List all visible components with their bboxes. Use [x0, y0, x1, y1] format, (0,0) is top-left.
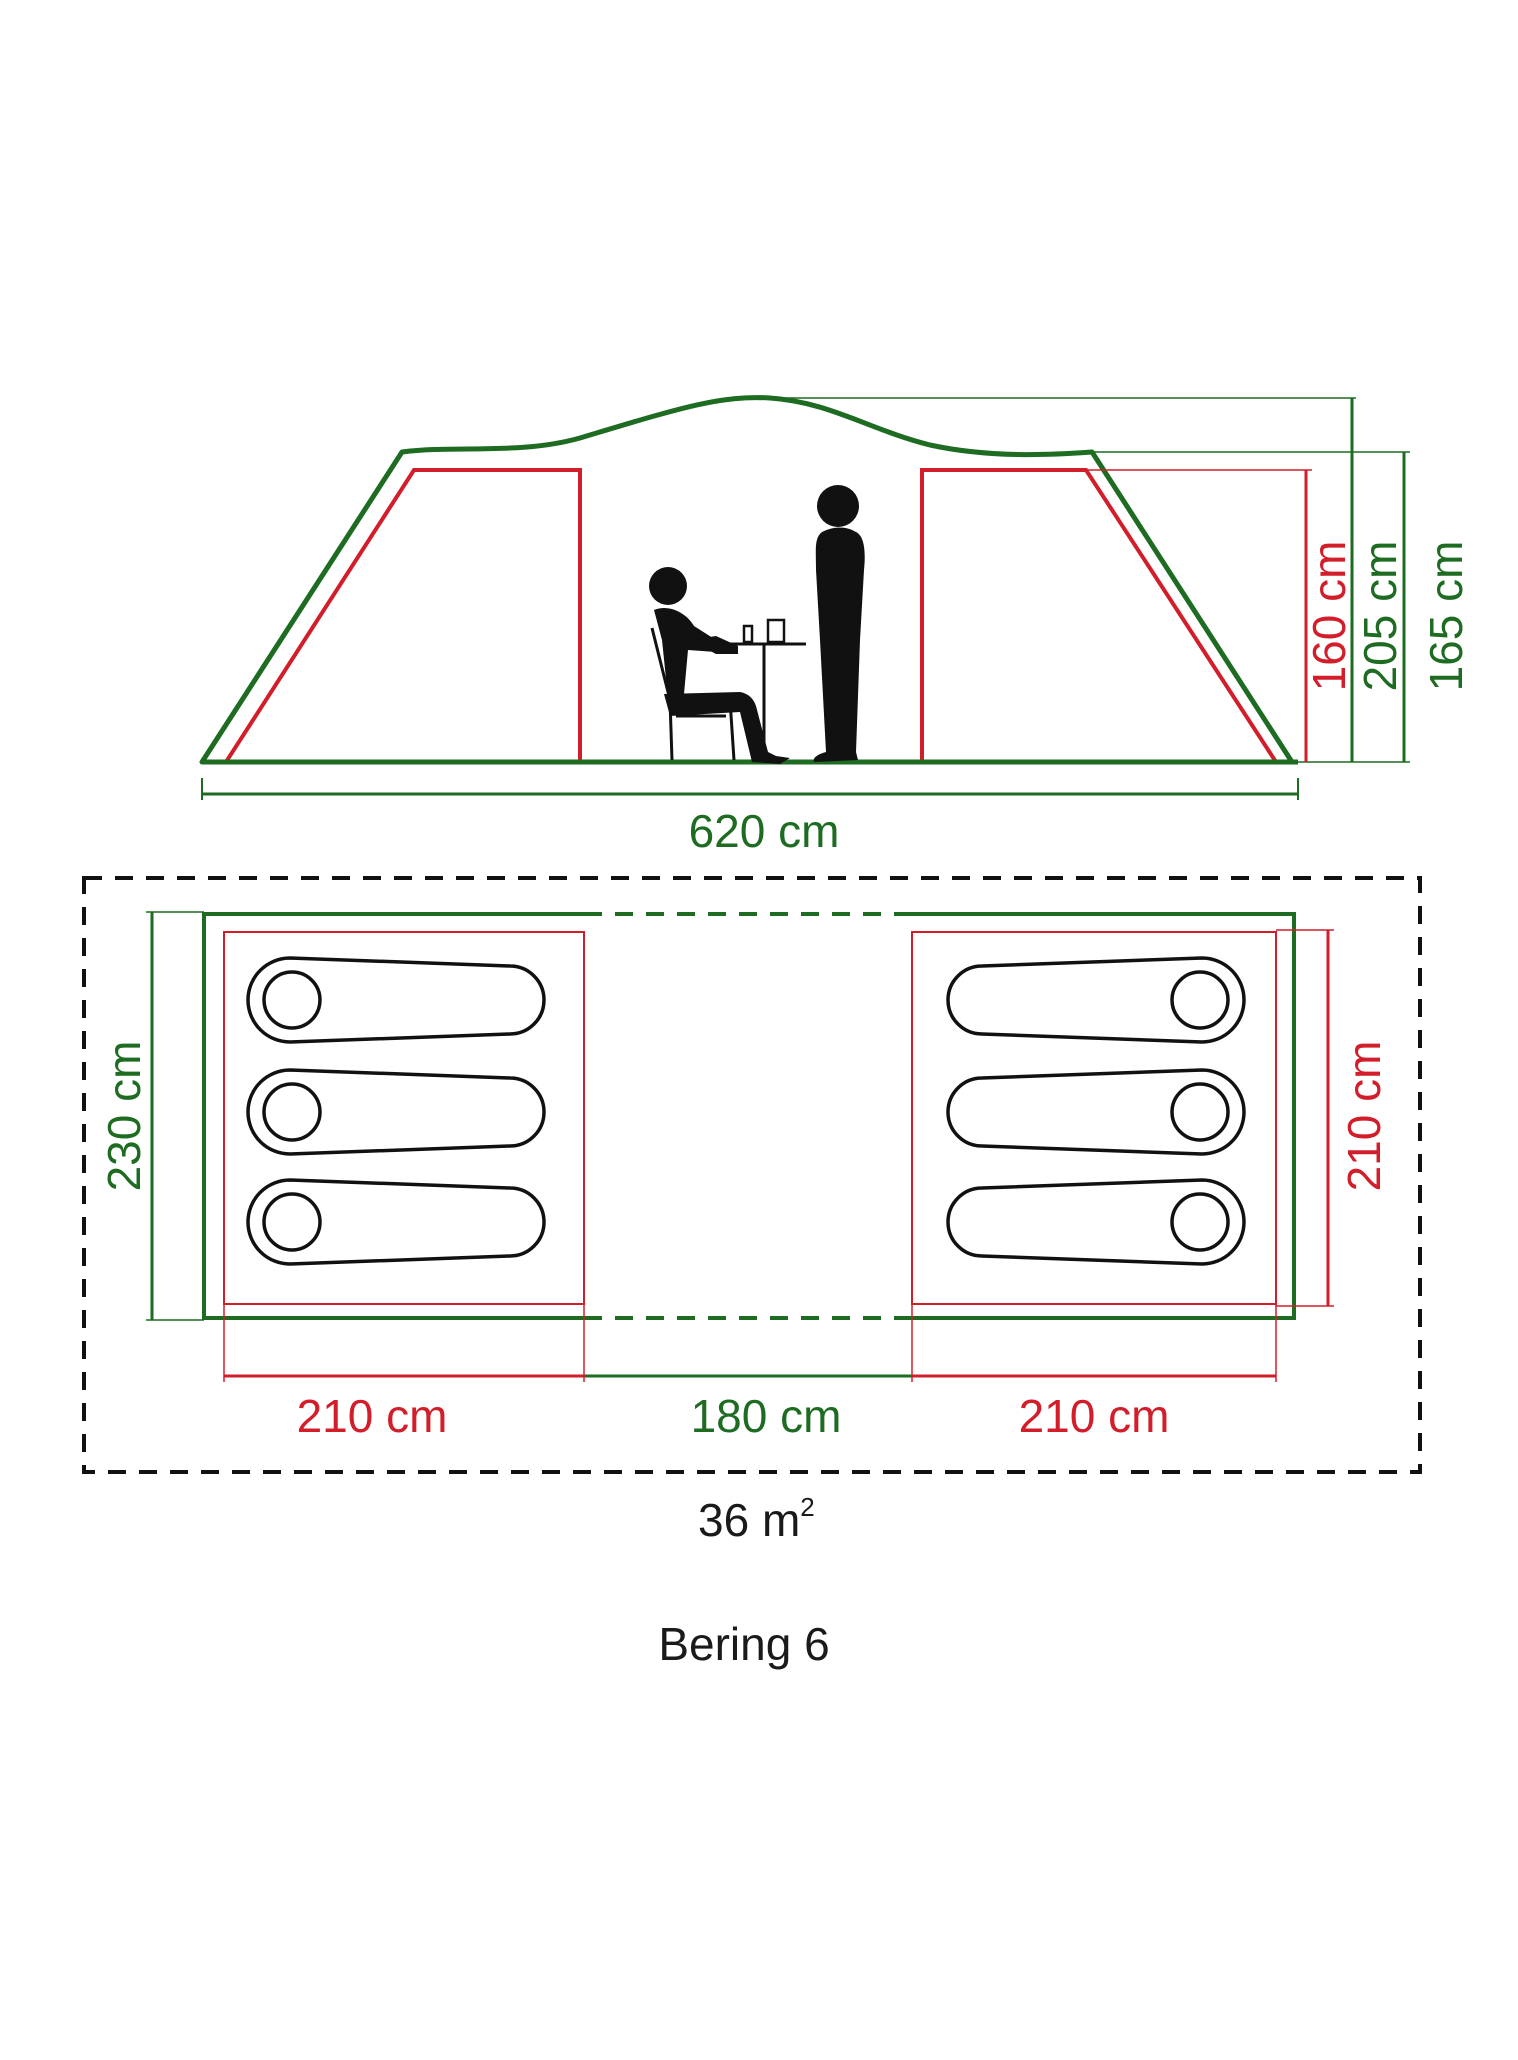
outer-fly-outline [199, 395, 1295, 765]
sleeping-bag-icon [946, 1068, 1246, 1156]
length-label: 620 cm [689, 805, 840, 857]
sleeping-bag-icon [946, 956, 1246, 1044]
outer-plan-right [912, 912, 1296, 1320]
side-height-label: 165 cm [1420, 541, 1472, 692]
model-name: Bering 6 [658, 1618, 829, 1670]
footprint-outline [82, 876, 1422, 1474]
chair-icon [650, 627, 736, 761]
living-area-label: 180 cm [691, 1390, 842, 1442]
seated-person-icon [649, 567, 790, 764]
sleeping-bag-icon [246, 1178, 546, 1266]
peak-height-label: 205 cm [1354, 541, 1406, 692]
right-sleeping-bags [946, 956, 1246, 1266]
width-label: 230 cm [98, 1041, 150, 1192]
sleeping-bag-icon [246, 1068, 546, 1156]
floor-plan: 230 cm 210 cm 210 cm 180 cm 210 cm 36 m2 [82, 876, 1422, 1546]
right-bedroom-label: 210 cm [1019, 1390, 1170, 1442]
left-inner-bedroom [224, 468, 582, 764]
bedroom-depth-label: 210 cm [1338, 1041, 1390, 1192]
left-bedroom-plan [223, 931, 585, 1305]
floor-area-value: 36 m [698, 1494, 800, 1546]
outer-plan-left [202, 912, 584, 1320]
bedroom-height-label: 160 cm [1303, 541, 1355, 692]
standing-person-icon [813, 485, 865, 762]
right-bedroom-plan [911, 931, 1277, 1305]
floor-area-exponent: 2 [800, 1492, 814, 1522]
right-inner-bedroom [920, 468, 1278, 764]
left-bedroom-label: 210 cm [297, 1390, 448, 1442]
side-view: 620 cm 160 cm 205 cm 165 cm [199, 395, 1472, 857]
left-sleeping-bags [246, 956, 546, 1266]
sleeping-bag-icon [246, 956, 546, 1044]
floor-area-label: 36 m2 [698, 1492, 815, 1546]
sleeping-bag-icon [946, 1178, 1246, 1266]
table-icon [708, 618, 806, 762]
